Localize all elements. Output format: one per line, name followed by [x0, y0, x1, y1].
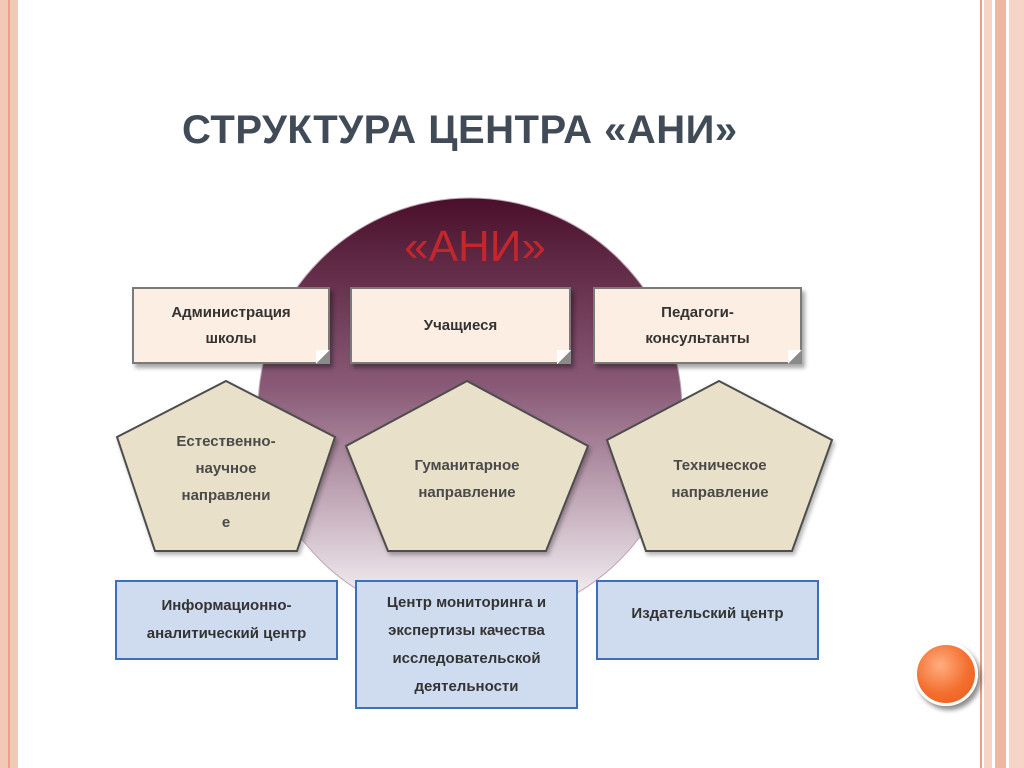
center-label: «АНИ» — [404, 222, 546, 271]
center-information-analytics: Информационно- аналитический центр — [115, 580, 338, 660]
direction-line: Естественно- — [176, 433, 276, 450]
center-monitoring-expertise: Центр мониторинга и экспертизы качества … — [355, 580, 578, 709]
participant-administration: Администрация школы — [132, 287, 330, 364]
direction-line: е — [221, 514, 231, 531]
participant-teachers: Педагоги-консультанты — [593, 287, 802, 364]
direction-line: направлени — [181, 487, 271, 504]
center-line: исследовательской — [392, 649, 541, 667]
center-line: Центр мониторинга и — [386, 593, 547, 611]
participant-label: Учащиеся — [423, 316, 498, 334]
slide-frame-right — [984, 0, 1024, 768]
direction-technical-label: Техническое направление — [634, 452, 806, 506]
center-line: Информационно- — [161, 597, 292, 614]
direction-line: направление — [671, 484, 769, 501]
decorative-orange-circle — [914, 642, 978, 706]
direction-line: научное — [195, 460, 257, 477]
slide-title: СТРУКТУРА ЦЕНТРА «АНИ» — [182, 108, 738, 152]
pentagon-technical — [605, 379, 834, 552]
direction-humanities-label: Гуманитарное направление — [382, 452, 552, 506]
direction-line: Техническое — [673, 457, 767, 474]
slide-frame-left — [0, 0, 22, 768]
direction-line: направление — [418, 484, 516, 501]
center-line: экспертизы качества — [388, 621, 545, 639]
slide-frame-lines — [8, 0, 982, 768]
pentagon-humanities — [344, 379, 590, 552]
participant-label: Администрация школы — [171, 303, 291, 347]
center-publishing: Издательский центр — [596, 580, 819, 660]
direction-natural-science-label: Естественно- научное направлени е — [140, 428, 312, 536]
center-line: деятельности — [414, 677, 519, 695]
center-line: Издательский центр — [631, 605, 784, 622]
direction-line: Гуманитарное — [414, 457, 520, 474]
pentagon-natural-science — [115, 379, 337, 552]
participant-label: Педагоги-консультанты — [645, 303, 750, 347]
center-line: аналитический центр — [146, 625, 307, 642]
participant-students: Учащиеся — [350, 287, 571, 364]
